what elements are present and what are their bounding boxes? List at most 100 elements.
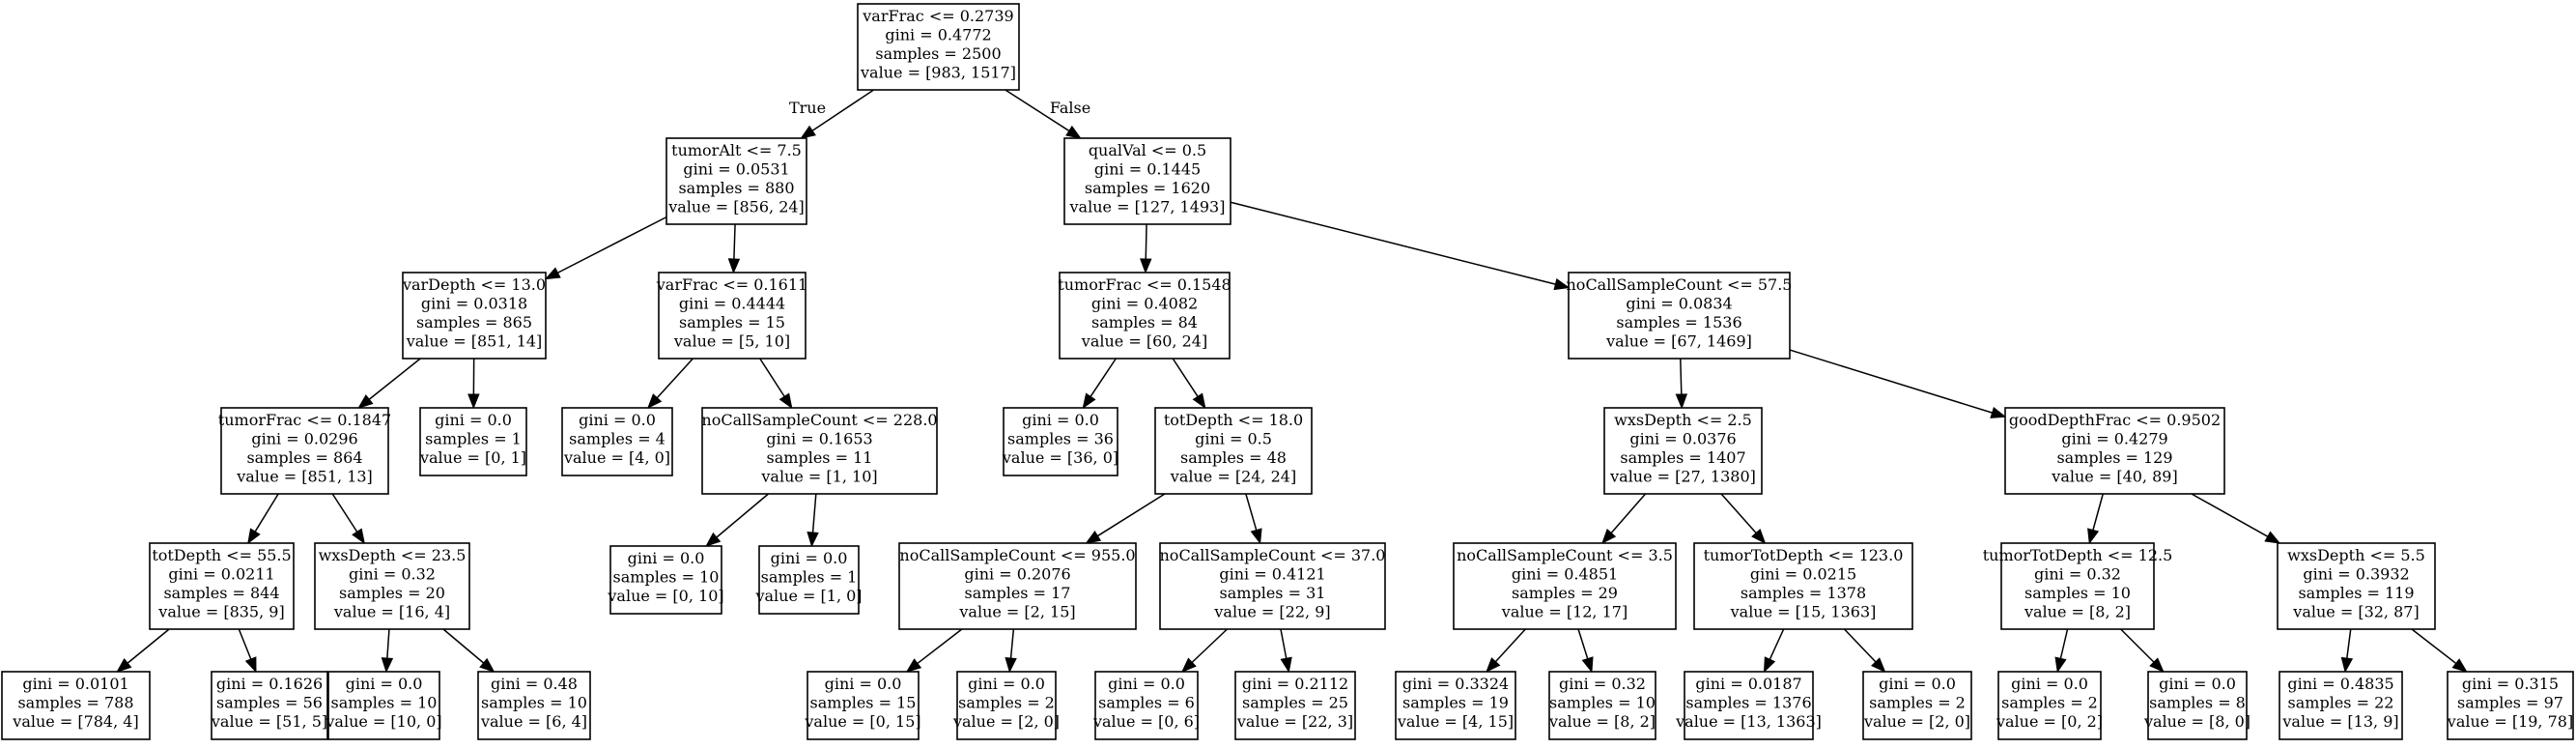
tree-edge-n27-n28 bbox=[1601, 493, 1647, 545]
edge-arrowhead bbox=[2149, 657, 2165, 673]
edge-line bbox=[1494, 628, 1526, 663]
node-box bbox=[1059, 272, 1231, 360]
tree-edge-n38-n39 bbox=[2340, 628, 2354, 674]
node-stat-line: gini = 0.32 bbox=[2034, 565, 2121, 584]
node-split-rule: tumorFrac <= 0.1548 bbox=[1058, 275, 1231, 294]
node-box bbox=[1154, 407, 1313, 495]
tree-edge-n31-n32 bbox=[1763, 628, 1785, 674]
node-stat-line: gini = 0.0 bbox=[346, 675, 423, 693]
tree-edge-n26-n34 bbox=[1789, 349, 2007, 418]
node-stat-line: samples = 97 bbox=[2457, 694, 2563, 712]
edge-arrowhead bbox=[905, 658, 922, 673]
edge-arrowhead bbox=[807, 532, 819, 548]
node-stat-line: gini = 0.0834 bbox=[1626, 295, 1732, 313]
node-box bbox=[1453, 542, 1677, 630]
node-stat-line: gini = 0.0215 bbox=[1750, 565, 1856, 584]
edge-line bbox=[1610, 493, 1647, 533]
node-split-rule: tumorFrac <= 0.1847 bbox=[218, 411, 391, 429]
node-stat-line: value = [1, 0] bbox=[754, 587, 862, 605]
edge-line bbox=[1720, 493, 1757, 534]
node-split-rule: wxsDepth <= 23.5 bbox=[319, 546, 467, 564]
node-stat-line: value = [835, 9] bbox=[157, 603, 284, 621]
node-box bbox=[1548, 671, 1656, 740]
tree-edges bbox=[116, 89, 2468, 674]
node-box bbox=[2279, 671, 2403, 740]
node-stat-line: gini = 0.0 bbox=[1879, 675, 1956, 693]
node-stat-line: samples = 6 bbox=[1098, 694, 1195, 712]
edge-line bbox=[1577, 628, 1589, 659]
node-stat-line: samples = 56 bbox=[216, 694, 323, 712]
edge-arrowhead bbox=[1675, 393, 1688, 410]
edge-line bbox=[2059, 628, 2069, 659]
node-stat-line: value = [0, 1] bbox=[419, 448, 526, 467]
node-stat-line: gini = 0.4121 bbox=[1219, 565, 1325, 584]
node-stat-line: value = [1, 10] bbox=[760, 468, 877, 486]
tree-edge-n28-n29 bbox=[1486, 628, 1526, 674]
node-box bbox=[419, 407, 527, 476]
edge-arrowhead bbox=[1553, 277, 1571, 291]
node-stat-line: gini = 0.0 bbox=[1108, 675, 1185, 693]
tree-edge-n1-n2 bbox=[544, 216, 667, 280]
node-stat-line: samples = 788 bbox=[17, 694, 133, 712]
node-stat-line: gini = 0.4444 bbox=[679, 295, 785, 313]
node-stat-line: samples = 2 bbox=[1869, 694, 1966, 712]
edge-line bbox=[733, 223, 736, 260]
edge-arrowhead bbox=[2054, 656, 2067, 674]
node-stat-line: value = [127, 1493] bbox=[1069, 198, 1226, 216]
node-stat-line: gini = 0.2076 bbox=[964, 565, 1070, 584]
node-box bbox=[477, 671, 591, 740]
node-stat-line: value = [2, 0] bbox=[1863, 712, 1970, 731]
edge-line bbox=[1090, 358, 1117, 397]
node-stat-line: value = [22, 9] bbox=[1213, 603, 1330, 621]
node-stat-line: value = [0, 2] bbox=[1996, 712, 2103, 731]
edge-arrowhead bbox=[479, 657, 495, 673]
edge-line bbox=[2120, 628, 2155, 663]
node-stat-line: value = [12, 17] bbox=[1501, 603, 1628, 621]
edge-arrowhead bbox=[357, 394, 374, 409]
tree-edge-n0-n1 bbox=[800, 89, 875, 139]
node-split-rule: noCallSampleCount <= 228.0 bbox=[701, 411, 937, 429]
edge-line bbox=[2346, 628, 2352, 659]
edge-line bbox=[1097, 493, 1166, 537]
node-stat-line: gini = 0.1445 bbox=[1094, 160, 1201, 179]
edge-arrowhead bbox=[1180, 657, 1197, 673]
node-stat-line: value = [8, 2] bbox=[1548, 712, 1656, 731]
edge-line bbox=[1191, 628, 1228, 663]
node-stat-line: samples = 10 bbox=[331, 694, 438, 712]
node-box bbox=[220, 407, 389, 495]
tree-edge-n7-n8 bbox=[381, 628, 394, 674]
node-stat-line: value = [40, 89] bbox=[2051, 468, 2177, 486]
tree-edge-n23-n25 bbox=[1280, 628, 1292, 674]
edge-line bbox=[1789, 349, 1993, 414]
node-stat-line: samples = 36 bbox=[1007, 430, 1114, 448]
edge-line bbox=[1280, 628, 1288, 659]
node-stat-line: samples = 11 bbox=[767, 448, 873, 467]
node-stat-line: gini = 0.1626 bbox=[216, 675, 323, 693]
node-box bbox=[314, 542, 470, 630]
node-stat-line: samples = 1536 bbox=[1616, 313, 1741, 331]
node-stat-line: samples = 2 bbox=[2001, 694, 2098, 712]
node-box bbox=[609, 545, 722, 615]
node-box bbox=[1395, 671, 1516, 740]
node-stat-line: samples = 1407 bbox=[1620, 448, 1745, 467]
edge-arrowhead bbox=[1085, 531, 1102, 544]
node-stat-line: samples = 15 bbox=[810, 694, 917, 712]
node-stat-line: samples = 48 bbox=[1180, 448, 1287, 467]
node-stat-line: gini = 0.0 bbox=[2011, 675, 2088, 693]
node-stat-line: gini = 0.0318 bbox=[421, 295, 527, 313]
node-stat-line: samples = 2 bbox=[958, 694, 1055, 712]
edge-arrowhead bbox=[2264, 531, 2281, 544]
node-stat-line: samples = 15 bbox=[679, 313, 785, 331]
edge-line bbox=[2191, 493, 2269, 537]
edge-line bbox=[1230, 201, 1556, 285]
tree-edge-n16-n17 bbox=[1140, 223, 1152, 274]
node-stat-line: gini = 0.0 bbox=[771, 549, 848, 567]
